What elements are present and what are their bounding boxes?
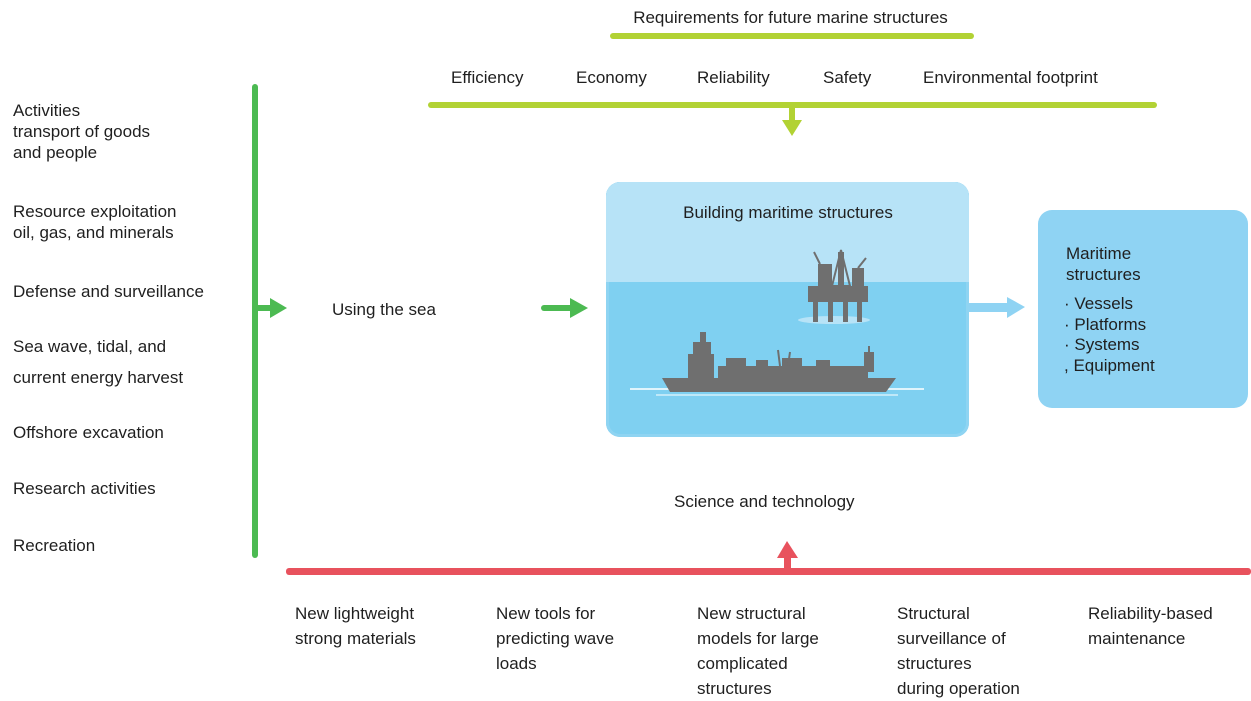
structure-item-platforms: · Platforms bbox=[1064, 314, 1147, 334]
ship-icon bbox=[630, 332, 924, 396]
requirements-title-underline bbox=[610, 33, 974, 39]
oil-platform-icon bbox=[798, 249, 870, 324]
activity-offshore-excavation: Offshore excavation bbox=[13, 423, 164, 442]
building-box-sky bbox=[606, 182, 969, 282]
structure-item-vessels: · Vessels bbox=[1064, 294, 1133, 313]
science-arrow-head bbox=[777, 541, 798, 558]
activity-research: Research activities bbox=[13, 479, 156, 498]
building-structures-box: Building maritime structures bbox=[606, 182, 969, 437]
maritime-structures-list: · Vessels · Platforms · Systems , Equipm… bbox=[1064, 294, 1155, 376]
activities-arrow-shaft bbox=[256, 305, 272, 311]
science-arrow-shaft bbox=[784, 556, 791, 570]
science-item-maintenance: Reliability-based maintenance bbox=[1088, 604, 1213, 648]
requirements-arrow-shaft bbox=[789, 104, 795, 122]
activity-defense: Defense and surveillance bbox=[13, 282, 204, 301]
maritime-structures-box: Maritime structures · Vessels · Platform… bbox=[1038, 210, 1248, 408]
structure-item-systems: · Systems bbox=[1064, 335, 1140, 354]
requirement-economy: Economy bbox=[576, 68, 647, 87]
activities-bar bbox=[252, 84, 258, 558]
using-sea-arrow-head bbox=[570, 298, 588, 318]
requirement-reliability: Reliability bbox=[697, 68, 770, 87]
science-item-materials: New lightweight strong materials bbox=[295, 604, 416, 648]
using-sea-arrow-shaft bbox=[541, 305, 573, 311]
science-bar bbox=[286, 568, 1251, 575]
requirement-efficiency: Efficiency bbox=[451, 68, 524, 87]
science-item-structural-models: New structural models for large complica… bbox=[697, 604, 819, 698]
building-structures-title: Building maritime structures bbox=[683, 203, 893, 222]
activity-resource-exploitation: Resource exploitation oil, gas, and mine… bbox=[13, 202, 177, 242]
requirements-arrow-head bbox=[782, 120, 802, 136]
requirement-environmental-footprint: Environmental footprint bbox=[923, 68, 1098, 87]
activity-transport: Activities transport of goods and people bbox=[13, 101, 151, 162]
using-the-sea-label: Using the sea bbox=[332, 300, 436, 319]
activities-arrow-head bbox=[270, 298, 287, 318]
output-arrow-head bbox=[1007, 297, 1025, 318]
maritime-structures-title: Maritime structures bbox=[1066, 244, 1141, 284]
science-item-surveillance: Structural surveillance of structures du… bbox=[897, 604, 1020, 698]
activity-recreation: Recreation bbox=[13, 536, 96, 555]
activity-sea-wave: Sea wave, tidal, and bbox=[13, 337, 167, 356]
output-arrow-shaft bbox=[968, 303, 1010, 312]
requirements-title: Requirements for future marine structure… bbox=[633, 8, 948, 27]
structures-illustration bbox=[630, 249, 924, 396]
structure-item-equipment: , Equipment bbox=[1064, 355, 1155, 375]
science-item-wave-loads: New tools for predicting wave loads bbox=[496, 604, 615, 673]
requirement-safety: Safety bbox=[823, 68, 872, 87]
science-technology-label: Science and technology bbox=[674, 492, 855, 511]
activity-energy-harvest: current energy harvest bbox=[13, 368, 184, 387]
